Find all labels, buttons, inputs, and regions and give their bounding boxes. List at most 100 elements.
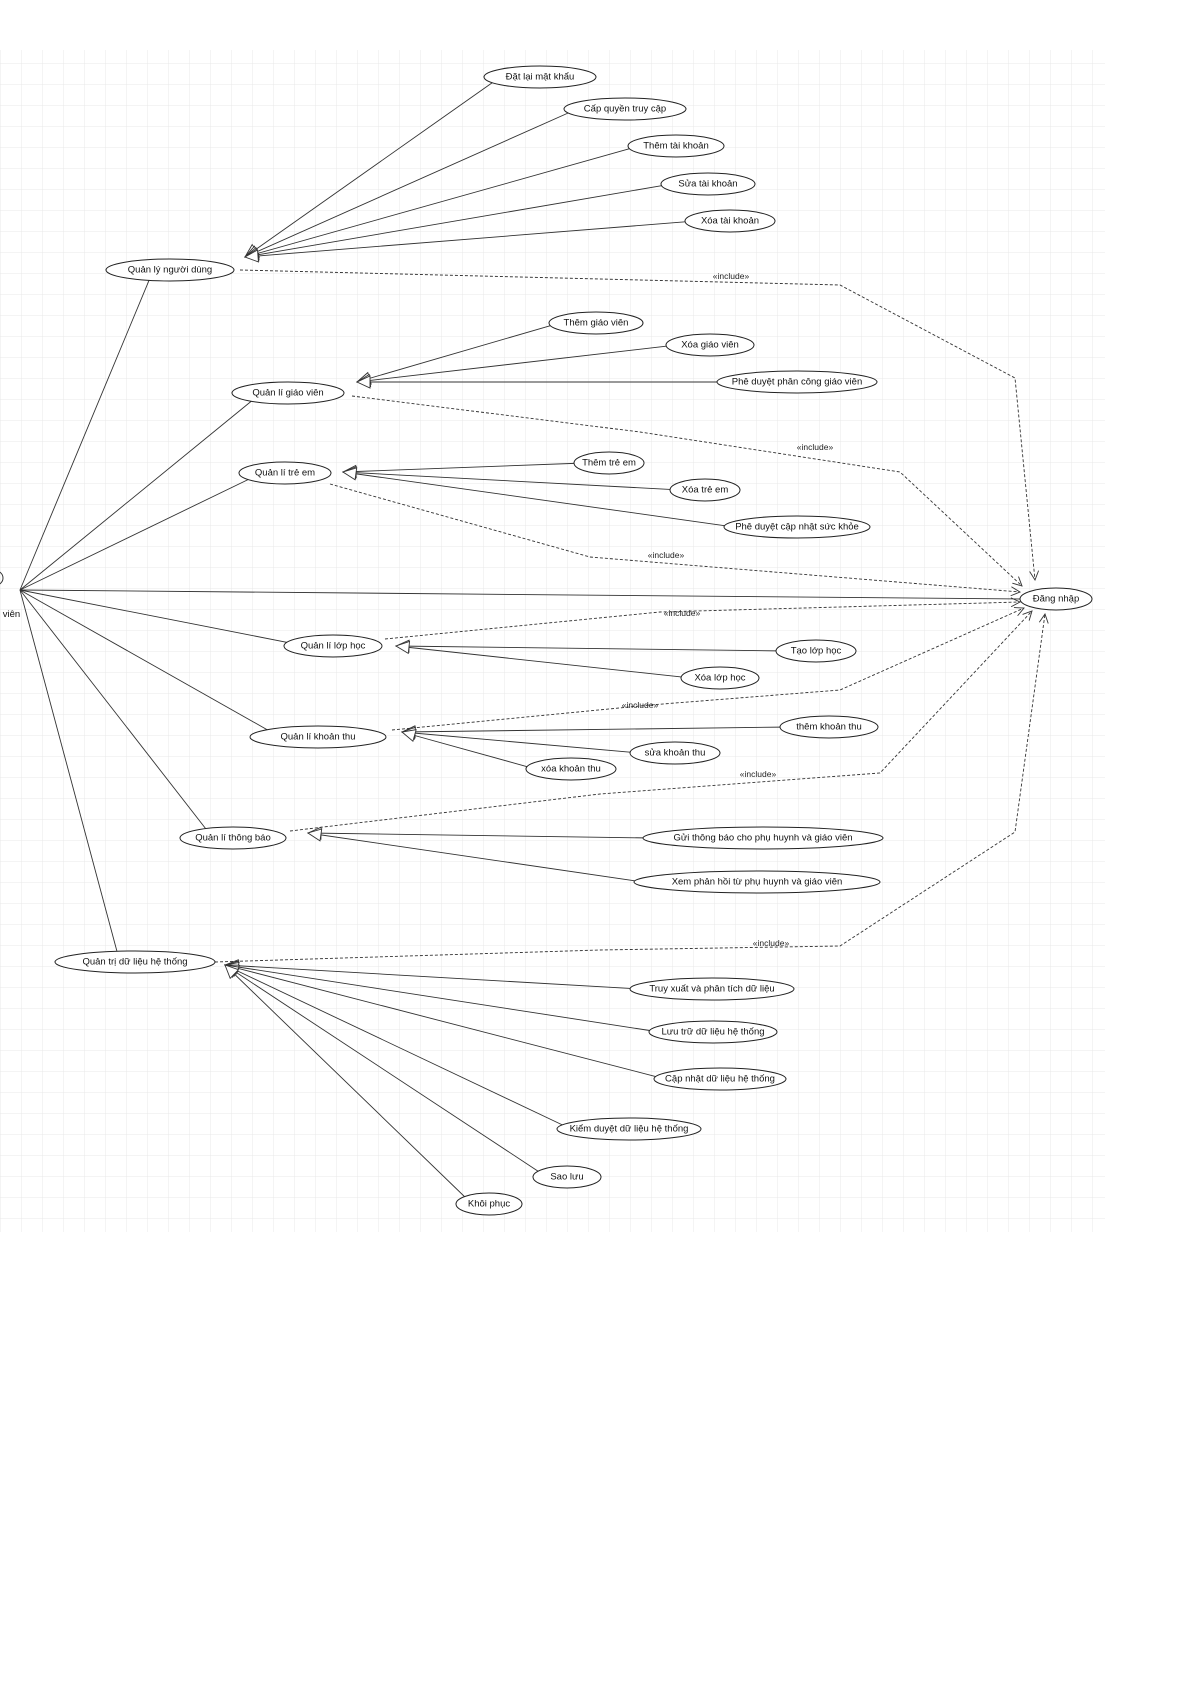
use-case-group-6[interactable] (54, 950, 216, 974)
use-case-6-4-label: Sao lưu (550, 1172, 583, 1183)
gen-0-2 (244, 148, 630, 258)
use-case-2-1[interactable] (669, 478, 741, 502)
use-case-0-0[interactable] (483, 65, 597, 89)
use-case-5-0[interactable] (642, 826, 884, 850)
gen-5-1 (307, 832, 635, 882)
assoc-group-5 (19, 589, 208, 831)
include-0 (239, 269, 1036, 581)
assoc-group-1 (19, 398, 255, 591)
grid-background (0, 50, 1105, 1232)
use-case-0-2[interactable] (627, 134, 725, 158)
use-case-3-1[interactable] (680, 666, 760, 690)
include-2-head (1010, 586, 1022, 597)
use-case-group-4[interactable] (249, 725, 387, 749)
gen-0-1 (244, 112, 569, 258)
use-case-0-1[interactable] (563, 97, 687, 121)
use-case-6-1-label: Lưu trữ dữ liệu hệ thống (661, 1027, 764, 1038)
actor: i viên (0, 571, 20, 620)
use-case-2-2-label: Phê duyệt cập nhật sức khỏe (735, 522, 859, 533)
use-case-group-5[interactable] (179, 826, 287, 850)
gen-1-2-head (355, 375, 371, 389)
use-case-6-5[interactable] (455, 1192, 523, 1216)
gen-2-2 (342, 471, 725, 527)
gen-6-1 (224, 964, 650, 1031)
use-case-5-0-label: Gửi thông báo cho phụ huynh và giáo viên (673, 833, 852, 844)
use-case-6-2[interactable] (653, 1067, 787, 1091)
use-case-4-1[interactable] (629, 741, 721, 765)
include-1-head (1012, 576, 1023, 587)
use-case-group-3-label: Quản lí lớp học (301, 641, 366, 652)
gen-3-0 (395, 645, 777, 652)
gen-6-2 (224, 964, 656, 1077)
assoc-group-3 (19, 589, 297, 645)
use-case-4-2-label: xóa khoản thu (541, 764, 601, 775)
include-label-2: «include» (648, 550, 685, 560)
include-4 (391, 607, 1025, 731)
gen-6-5 (224, 964, 465, 1197)
use-case-4-0[interactable] (779, 715, 879, 739)
include-4-head (1013, 607, 1025, 617)
assoc-group-2 (19, 476, 254, 591)
use-case-6-1[interactable] (648, 1020, 778, 1044)
use-case-group-6-label: Quản trị dữ liệu hệ thống (82, 957, 187, 968)
gen-1-0 (356, 325, 551, 383)
gen-5-1-head (306, 828, 323, 842)
use-case-group-0[interactable] (105, 258, 235, 282)
use-case-6-4[interactable] (532, 1165, 602, 1189)
gen-3-1-head (394, 640, 411, 655)
gen-4-1 (401, 731, 631, 753)
include-2 (329, 483, 1021, 593)
use-case-6-0[interactable] (629, 977, 795, 1001)
use-case-5-1-label: Xem phản hồi từ phụ huynh và giáo viên (672, 877, 843, 888)
gen-0-3 (244, 185, 662, 258)
gen-2-1 (342, 471, 671, 490)
use-case-0-4[interactable] (684, 209, 776, 233)
use-case-group-0-label: Quản lý người dùng (128, 265, 212, 276)
use-case-6-3-label: Kiểm duyệt dữ liệu hệ thống (570, 1124, 689, 1135)
use-case-login[interactable] (1019, 587, 1093, 611)
actor-label: i viên (0, 609, 20, 620)
include-3-head (1010, 597, 1022, 608)
gen-0-0 (244, 82, 493, 258)
use-case-0-3[interactable] (660, 172, 756, 196)
gen-2-2-head (341, 467, 358, 481)
gen-4-0 (401, 726, 781, 733)
gen-5-0 (307, 832, 644, 839)
include-6 (214, 613, 1046, 963)
use-case-4-0-label: thêm khoản thu (796, 722, 862, 733)
use-case-5-1[interactable] (633, 870, 881, 894)
use-case-6-0-label: Truy xuất và phân tích dữ liệu (649, 984, 774, 995)
use-case-1-0-label: Thêm giáo viên (564, 318, 629, 329)
gen-6-0 (224, 964, 631, 989)
use-case-4-2[interactable] (525, 757, 617, 781)
use-case-1-1[interactable] (665, 333, 755, 357)
include-3 (384, 601, 1021, 640)
include-5-head (1022, 610, 1033, 621)
use-case-2-0-label: Thêm trẻ em (582, 458, 636, 469)
include-6-head (1038, 613, 1049, 624)
gen-4-2-head (400, 729, 417, 743)
use-case-2-0[interactable] (573, 451, 645, 475)
use-case-6-5-label: Khôi phục (468, 1199, 511, 1210)
use-case-login-label: Đăng nhập (1033, 594, 1079, 605)
include-label-3: «include» (664, 608, 701, 618)
use-case-1-0[interactable] (548, 311, 644, 335)
use-case-group-1[interactable] (231, 381, 345, 405)
use-case-3-0[interactable] (775, 639, 857, 663)
use-case-group-2[interactable] (238, 461, 332, 485)
assoc-group-0 (19, 278, 151, 591)
use-case-2-2[interactable] (723, 515, 871, 539)
use-case-2-1-label: Xóa trẻ em (682, 485, 729, 496)
use-case-3-1-label: Xóa lớp học (694, 673, 745, 684)
gen-3-1 (395, 645, 682, 678)
include-1 (351, 395, 1023, 587)
use-case-6-3[interactable] (556, 1117, 702, 1141)
actor-head-icon (0, 571, 4, 585)
use-case-group-3[interactable] (283, 634, 383, 658)
use-case-0-1-label: Cấp quyền truy cập (584, 104, 666, 115)
assoc-group-6 (19, 589, 118, 953)
gen-6-5-head (224, 964, 240, 980)
use-case-1-2[interactable] (716, 370, 878, 394)
gen-6-4 (224, 964, 539, 1172)
